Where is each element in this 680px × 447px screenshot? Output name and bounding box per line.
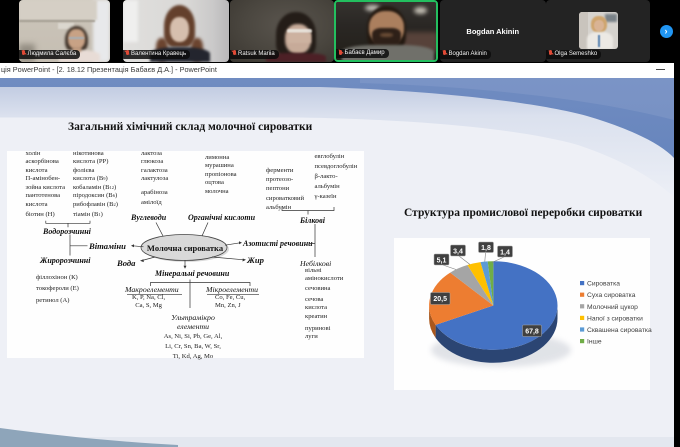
svg-text:67,8: 67,8: [525, 329, 539, 336]
svg-text:1,8: 1,8: [481, 245, 491, 252]
svg-text:3,4: 3,4: [453, 248, 463, 255]
svg-text:Суха сироватка: Суха сироватка: [587, 292, 636, 299]
svg-text:20,5: 20,5: [433, 296, 447, 303]
svg-text:Молочний цукор: Молочний цукор: [587, 303, 638, 311]
svg-text:Сквашена сироватка: Сквашена сироватка: [587, 327, 652, 334]
svg-text:Інше: Інше: [587, 339, 602, 346]
svg-text:Сироватка: Сироватка: [587, 281, 620, 288]
svg-text:Напої з сироватки: Напої з сироватки: [587, 315, 643, 322]
svg-text:5,1: 5,1: [437, 257, 447, 264]
svg-text:1,4: 1,4: [500, 249, 510, 256]
